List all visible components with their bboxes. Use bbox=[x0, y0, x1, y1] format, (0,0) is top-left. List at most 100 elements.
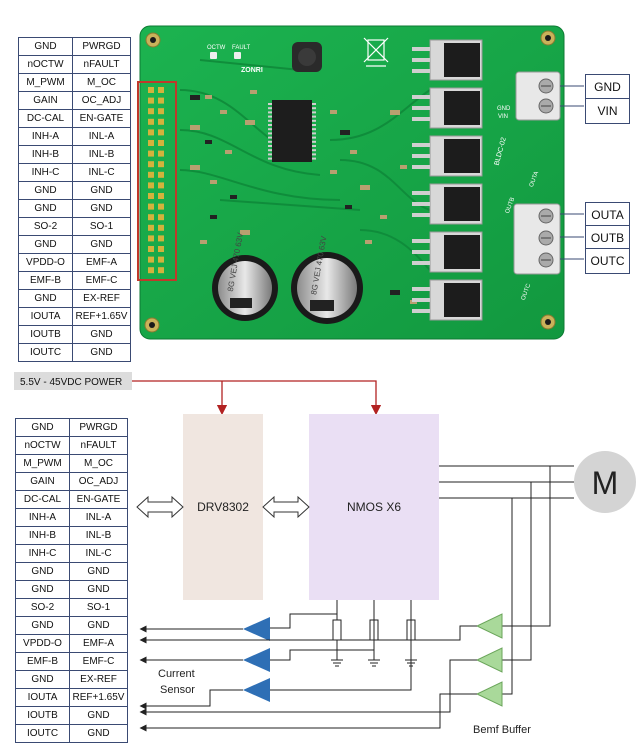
pin-top-cell: PWRGD bbox=[72, 37, 131, 56]
smd-component bbox=[230, 195, 237, 199]
pin-top-cell: SO-2 bbox=[18, 217, 73, 236]
pin-header bbox=[148, 87, 164, 274]
header-pin bbox=[158, 171, 164, 178]
label-outa: OUTA bbox=[585, 202, 630, 228]
header-pin bbox=[148, 87, 154, 93]
smd-component bbox=[210, 180, 217, 184]
pin-bottom-cell: EMF-C bbox=[69, 652, 128, 671]
pin-top-cell: INL-C bbox=[72, 163, 131, 182]
header-pin bbox=[158, 150, 164, 157]
current-sensor-label-1: Current bbox=[158, 668, 195, 680]
silk-vin: VIN bbox=[498, 114, 508, 120]
motor-label: M bbox=[592, 465, 619, 501]
pin-top-cell: GND bbox=[72, 235, 131, 254]
pin-top-cell: EX-REF bbox=[72, 289, 131, 308]
header-pin bbox=[148, 97, 154, 104]
header-pin bbox=[148, 235, 154, 242]
header-pin bbox=[158, 193, 164, 199]
smd-component bbox=[245, 120, 255, 125]
pin-bottom-cell: INL-C bbox=[69, 544, 128, 563]
mosfet bbox=[412, 135, 483, 177]
nmos-block bbox=[309, 414, 439, 600]
silk-outc: OUTC bbox=[521, 282, 533, 301]
smd-component bbox=[190, 125, 200, 130]
pin-top-cell: REF+1.65V bbox=[72, 307, 131, 326]
header-pin bbox=[148, 256, 154, 263]
header-pin bbox=[148, 108, 154, 115]
header-pin bbox=[148, 203, 154, 210]
header-pin bbox=[148, 246, 154, 252]
pin-bottom-cell: GND bbox=[69, 562, 128, 581]
bemf-buffer-label: Bemf Buffer bbox=[473, 724, 531, 736]
pin-bottom-cell: GND bbox=[15, 616, 70, 635]
drv8302-chip bbox=[272, 100, 312, 162]
silk-outb: OUTB bbox=[505, 197, 516, 215]
pin-bottom-cell: IOUTC bbox=[15, 724, 70, 743]
header-pin bbox=[158, 87, 164, 93]
power-label-box bbox=[14, 372, 132, 390]
header-pin bbox=[148, 118, 154, 125]
pin-bottom-cell: DC-CAL bbox=[15, 490, 70, 509]
smd-component bbox=[200, 240, 207, 244]
smd-component bbox=[205, 140, 212, 144]
pin-bottom-cell: GND bbox=[69, 724, 128, 743]
header-pin bbox=[148, 214, 154, 221]
pin-top-cell: INL-A bbox=[72, 127, 131, 146]
header-pin bbox=[158, 246, 164, 252]
pin-top-cell: GAIN bbox=[18, 91, 73, 110]
mosfet bbox=[412, 279, 483, 321]
label-gnd: GND bbox=[585, 74, 630, 100]
pin-top-cell: EMF-A bbox=[72, 253, 131, 272]
current-sensor-label-2: Sensor bbox=[160, 684, 195, 696]
power-label: 5.5V - 45VDC POWER bbox=[20, 377, 122, 388]
silk-octw: OCTW bbox=[207, 45, 226, 51]
mosfet bbox=[412, 39, 483, 81]
smd-component bbox=[190, 95, 200, 100]
bemf-buffers bbox=[475, 613, 503, 707]
header-pin bbox=[158, 140, 164, 146]
mosfet bbox=[412, 183, 483, 225]
smd-component bbox=[190, 165, 200, 170]
smd-component bbox=[345, 205, 352, 209]
smd-component bbox=[330, 110, 337, 114]
header-pin bbox=[158, 224, 164, 231]
drv8302-label: DRV8302 bbox=[197, 500, 249, 514]
motor-icon bbox=[574, 451, 636, 513]
smd-component bbox=[350, 150, 357, 154]
pin-top-cell: M_OC bbox=[72, 73, 131, 92]
smd-component bbox=[400, 165, 407, 169]
mosfet bbox=[412, 231, 483, 273]
header-pin bbox=[158, 256, 164, 263]
mosfet bbox=[412, 87, 483, 129]
drv8302-block bbox=[183, 414, 263, 600]
header-pin bbox=[148, 140, 154, 146]
pin-top-cell: M_PWM bbox=[18, 73, 73, 92]
pin-top-cell: IOUTC bbox=[18, 343, 73, 362]
header-pin bbox=[158, 235, 164, 242]
bus-arrow-left bbox=[136, 495, 184, 519]
pin-top-cell: GND bbox=[72, 325, 131, 344]
pin-bottom-cell: INL-A bbox=[69, 508, 128, 527]
pin-bottom-cell: INH-C bbox=[15, 544, 70, 563]
smd-component bbox=[240, 230, 250, 235]
smd-component bbox=[390, 110, 400, 115]
pin-top-cell: GND bbox=[18, 37, 73, 56]
smd-component bbox=[340, 130, 350, 135]
header-pin bbox=[158, 161, 164, 168]
